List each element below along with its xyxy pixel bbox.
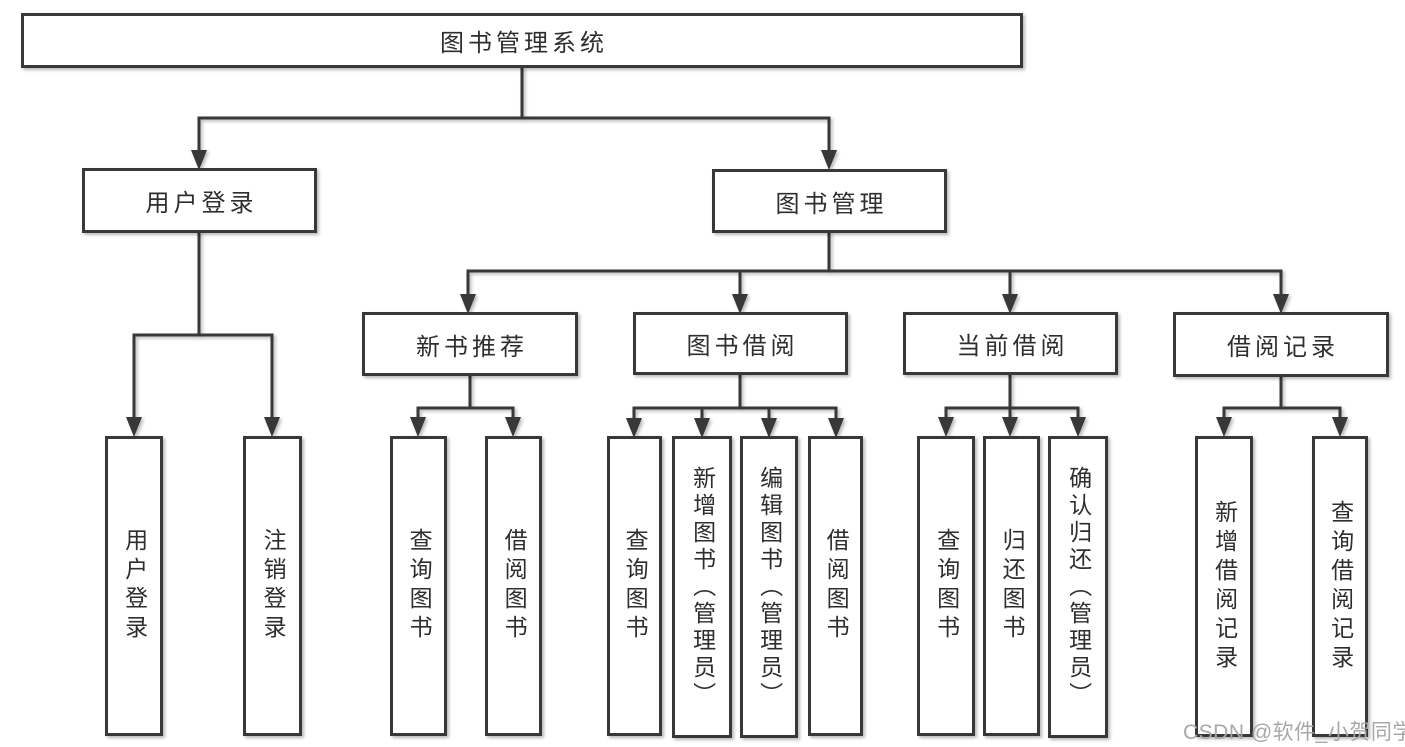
node-label: 查询图书 bbox=[406, 528, 433, 644]
leaf-confirm-return-admin: 确认归还（管理员） bbox=[1048, 436, 1108, 738]
arrowheads bbox=[126, 150, 1348, 438]
leaf-return-book: 归还图书 bbox=[983, 436, 1040, 736]
node-label: 注销登录 bbox=[260, 528, 287, 644]
leaf-logout: 注销登录 bbox=[243, 436, 302, 736]
node-label: 当前借阅 bbox=[956, 333, 1069, 360]
node-label: 查询借阅记录 bbox=[1327, 499, 1354, 674]
node-label: 查询图书 bbox=[622, 528, 649, 644]
leaf-borrow-book-borrow: 借阅图书 bbox=[808, 436, 863, 736]
node-label: 用户登录 bbox=[121, 528, 148, 644]
leaf-query-book-borrow: 查询图书 bbox=[607, 436, 662, 736]
node-label: 新增图书（管理员） bbox=[689, 465, 716, 709]
leaf-query-borrow-record: 查询借阅记录 bbox=[1312, 436, 1368, 737]
leaf-query-book-current: 查询图书 bbox=[917, 436, 975, 736]
leaf-edit-book-admin: 编辑图书（管理员） bbox=[740, 436, 798, 738]
node-label: 新书推荐 bbox=[416, 333, 528, 361]
node-label: 归还图书 bbox=[999, 528, 1026, 644]
node-label: 用户登录 bbox=[145, 190, 258, 217]
node-label: 查询图书 bbox=[933, 528, 960, 644]
watermark: CSDN @软件_小贺同学 bbox=[1183, 721, 1405, 744]
node-book-borrow: 图书借阅 bbox=[633, 312, 848, 375]
node-label: 借阅记录 bbox=[1227, 334, 1339, 361]
node-label: 图书管理系统 bbox=[440, 30, 608, 57]
node-user-login: 用户登录 bbox=[82, 168, 317, 233]
node-borrow-records: 借阅记录 bbox=[1173, 312, 1389, 377]
leaf-user-login: 用户登录 bbox=[105, 436, 163, 736]
node-label: 编辑图书（管理员） bbox=[756, 465, 783, 709]
node-root: 图书管理系统 bbox=[21, 13, 1023, 68]
node-current-borrow: 当前借阅 bbox=[903, 312, 1118, 375]
node-label: 图书借阅 bbox=[686, 333, 799, 360]
leaf-add-book-admin: 新增图书（管理员） bbox=[672, 436, 732, 738]
leaf-borrow-book-recommend: 借阅图书 bbox=[485, 436, 542, 736]
connector-paths bbox=[132, 66, 1342, 425]
leaf-query-book-recommend: 查询图书 bbox=[390, 436, 447, 736]
node-new-book-recommend: 新书推荐 bbox=[362, 312, 578, 376]
node-label: 图书管理 bbox=[775, 190, 888, 218]
node-label: 新增借阅记录 bbox=[1211, 499, 1238, 674]
node-label: 借阅图书 bbox=[823, 528, 850, 644]
node-label: 借阅图书 bbox=[501, 528, 528, 644]
node-label: 确认归还（管理员） bbox=[1065, 465, 1092, 709]
leaf-add-borrow-record: 新增借阅记录 bbox=[1195, 436, 1253, 737]
node-book-management: 图书管理 bbox=[712, 169, 947, 233]
